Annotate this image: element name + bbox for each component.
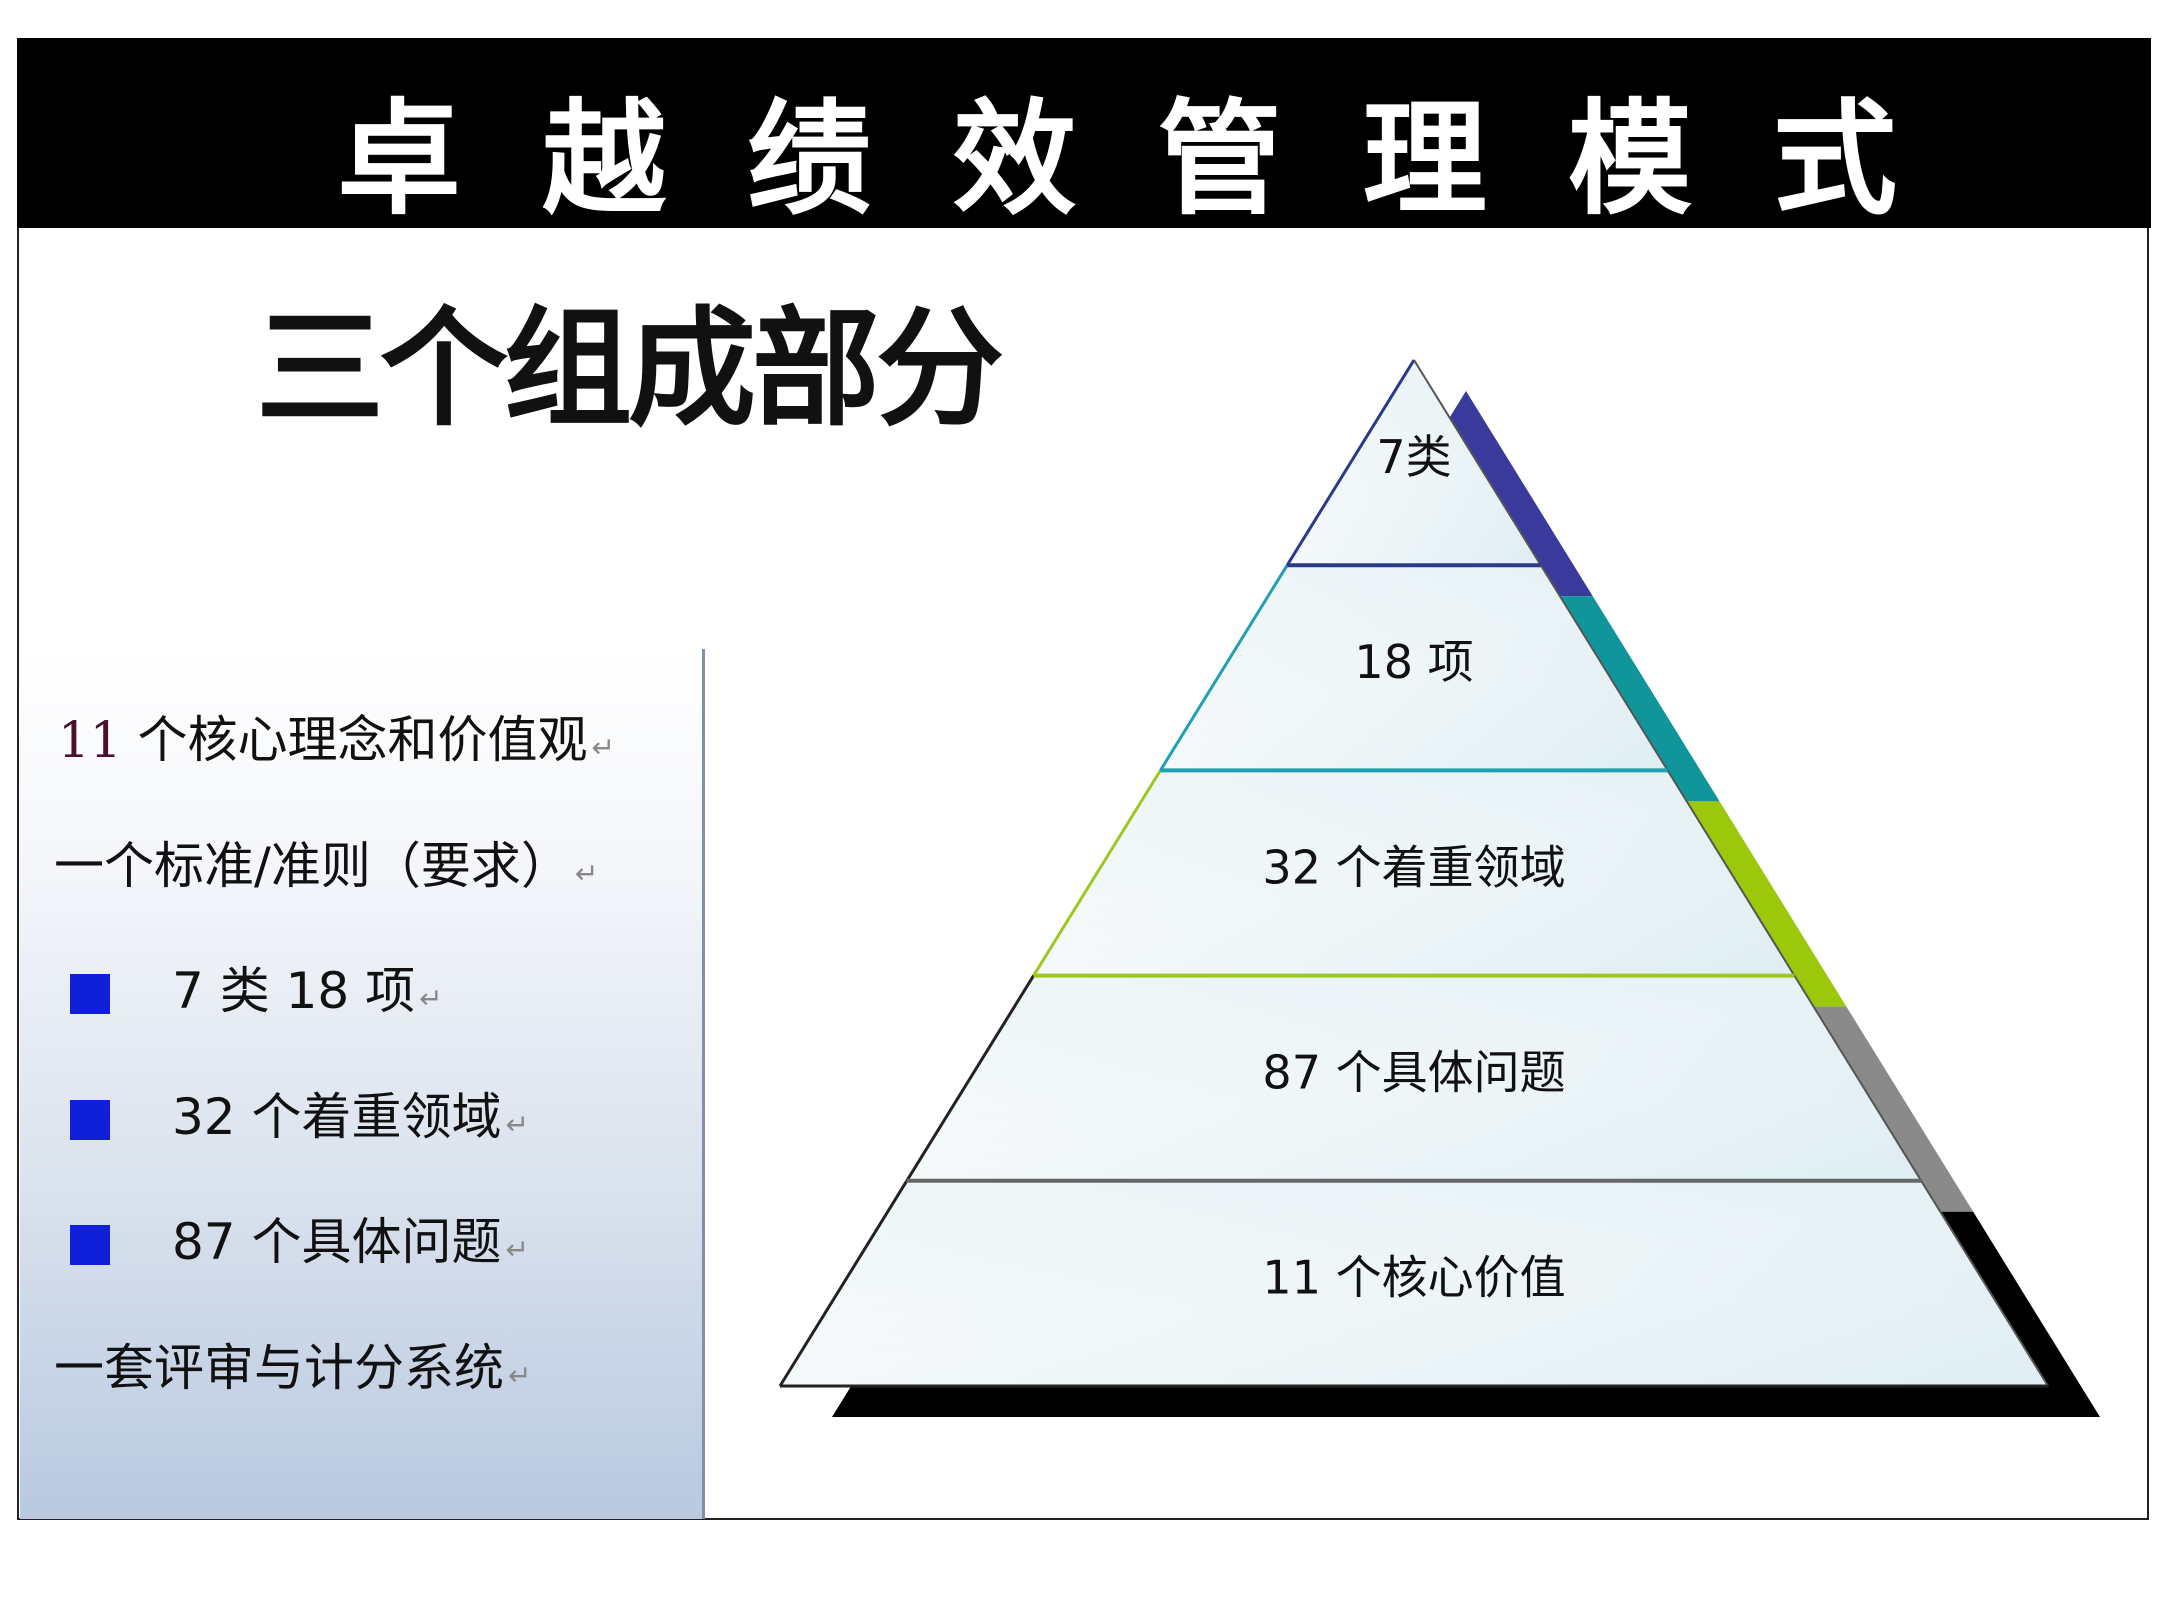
component-line: 一个标准/准则（要求） bbox=[54, 841, 598, 891]
header-title-char: 绩 bbox=[747, 88, 872, 232]
pyramid-edge bbox=[905, 974, 1035, 1182]
bullet-square-icon bbox=[70, 1100, 110, 1140]
line-text: 32 个着重领域 bbox=[172, 1088, 502, 1146]
bullet-square-icon bbox=[70, 1225, 110, 1265]
pyramid-level-label: 18 项 bbox=[1354, 635, 1473, 689]
pyramid-level-shade bbox=[1033, 770, 1795, 976]
subtitle: 三个组成部分 bbox=[256, 295, 1004, 444]
header-title-char: 越 bbox=[542, 88, 667, 232]
paragraph-mark-icon bbox=[506, 1233, 529, 1266]
pyramid-level-shade bbox=[1160, 565, 1668, 771]
header-title-char: 式 bbox=[1772, 88, 1897, 232]
line-text: 87 个具体问题 bbox=[172, 1213, 502, 1271]
pyramid-level-label: 7类 bbox=[1376, 430, 1451, 484]
pyramid-level-label: 32 个着重领域 bbox=[1262, 840, 1565, 894]
pyramid-edge bbox=[1920, 1180, 2049, 1387]
line-text: 一套评审与计分系统 bbox=[54, 1339, 504, 1397]
component-line: 一套评审与计分系统 bbox=[54, 1343, 531, 1393]
component-line: 11 个核心理念和价值观 bbox=[58, 715, 615, 765]
header-title-char: 模 bbox=[1567, 88, 1692, 232]
paragraph-mark-icon bbox=[506, 1108, 529, 1141]
paragraph-mark-icon bbox=[592, 731, 615, 764]
header-title-char: 卓 bbox=[337, 88, 462, 232]
header-title-char: 理 bbox=[1362, 88, 1487, 232]
pyramid-edge bbox=[1285, 359, 1416, 566]
pyramid-edge bbox=[1413, 359, 1542, 566]
bullet-square-icon bbox=[70, 974, 110, 1014]
pyramid-level-shade bbox=[1287, 360, 1541, 566]
header-title: 卓越绩效管理模式 bbox=[337, 98, 1897, 222]
component-line: 7 类 18 项 bbox=[172, 966, 443, 1016]
header-title-char: 管 bbox=[1157, 88, 1282, 232]
line-number: 11 bbox=[58, 711, 122, 769]
pyramid-level-shade bbox=[906, 975, 1922, 1181]
pyramid-edge bbox=[778, 1180, 909, 1387]
paragraph-mark-icon bbox=[419, 982, 442, 1015]
components-panel bbox=[20, 649, 705, 1519]
pyramid-level-label: 11 个核心价值 bbox=[1262, 1251, 1565, 1305]
paragraph-mark-icon bbox=[575, 857, 598, 890]
pyramid-edge bbox=[1793, 975, 1923, 1182]
header-bar: 卓越绩效管理模式 bbox=[17, 38, 2151, 228]
line-text: 个核心理念和价值观 bbox=[121, 711, 588, 769]
pyramid-edge bbox=[1539, 564, 1669, 771]
pyramid-level-shade bbox=[780, 1180, 2048, 1386]
paragraph-mark-icon bbox=[508, 1359, 531, 1392]
header-title-char: 效 bbox=[952, 88, 1077, 232]
component-line: 87 个具体问题 bbox=[172, 1217, 529, 1267]
line-text: 7 类 18 项 bbox=[172, 962, 416, 1020]
pyramid-edge bbox=[1666, 769, 1796, 977]
line-text: 一个标准/准则（要求） bbox=[54, 837, 571, 895]
component-line: 32 个着重领域 bbox=[172, 1092, 529, 1142]
pyramid-edge bbox=[1159, 564, 1289, 772]
pyramid-edge bbox=[1032, 769, 1162, 977]
pyramid-level-label: 87 个具体问题 bbox=[1262, 1045, 1565, 1099]
